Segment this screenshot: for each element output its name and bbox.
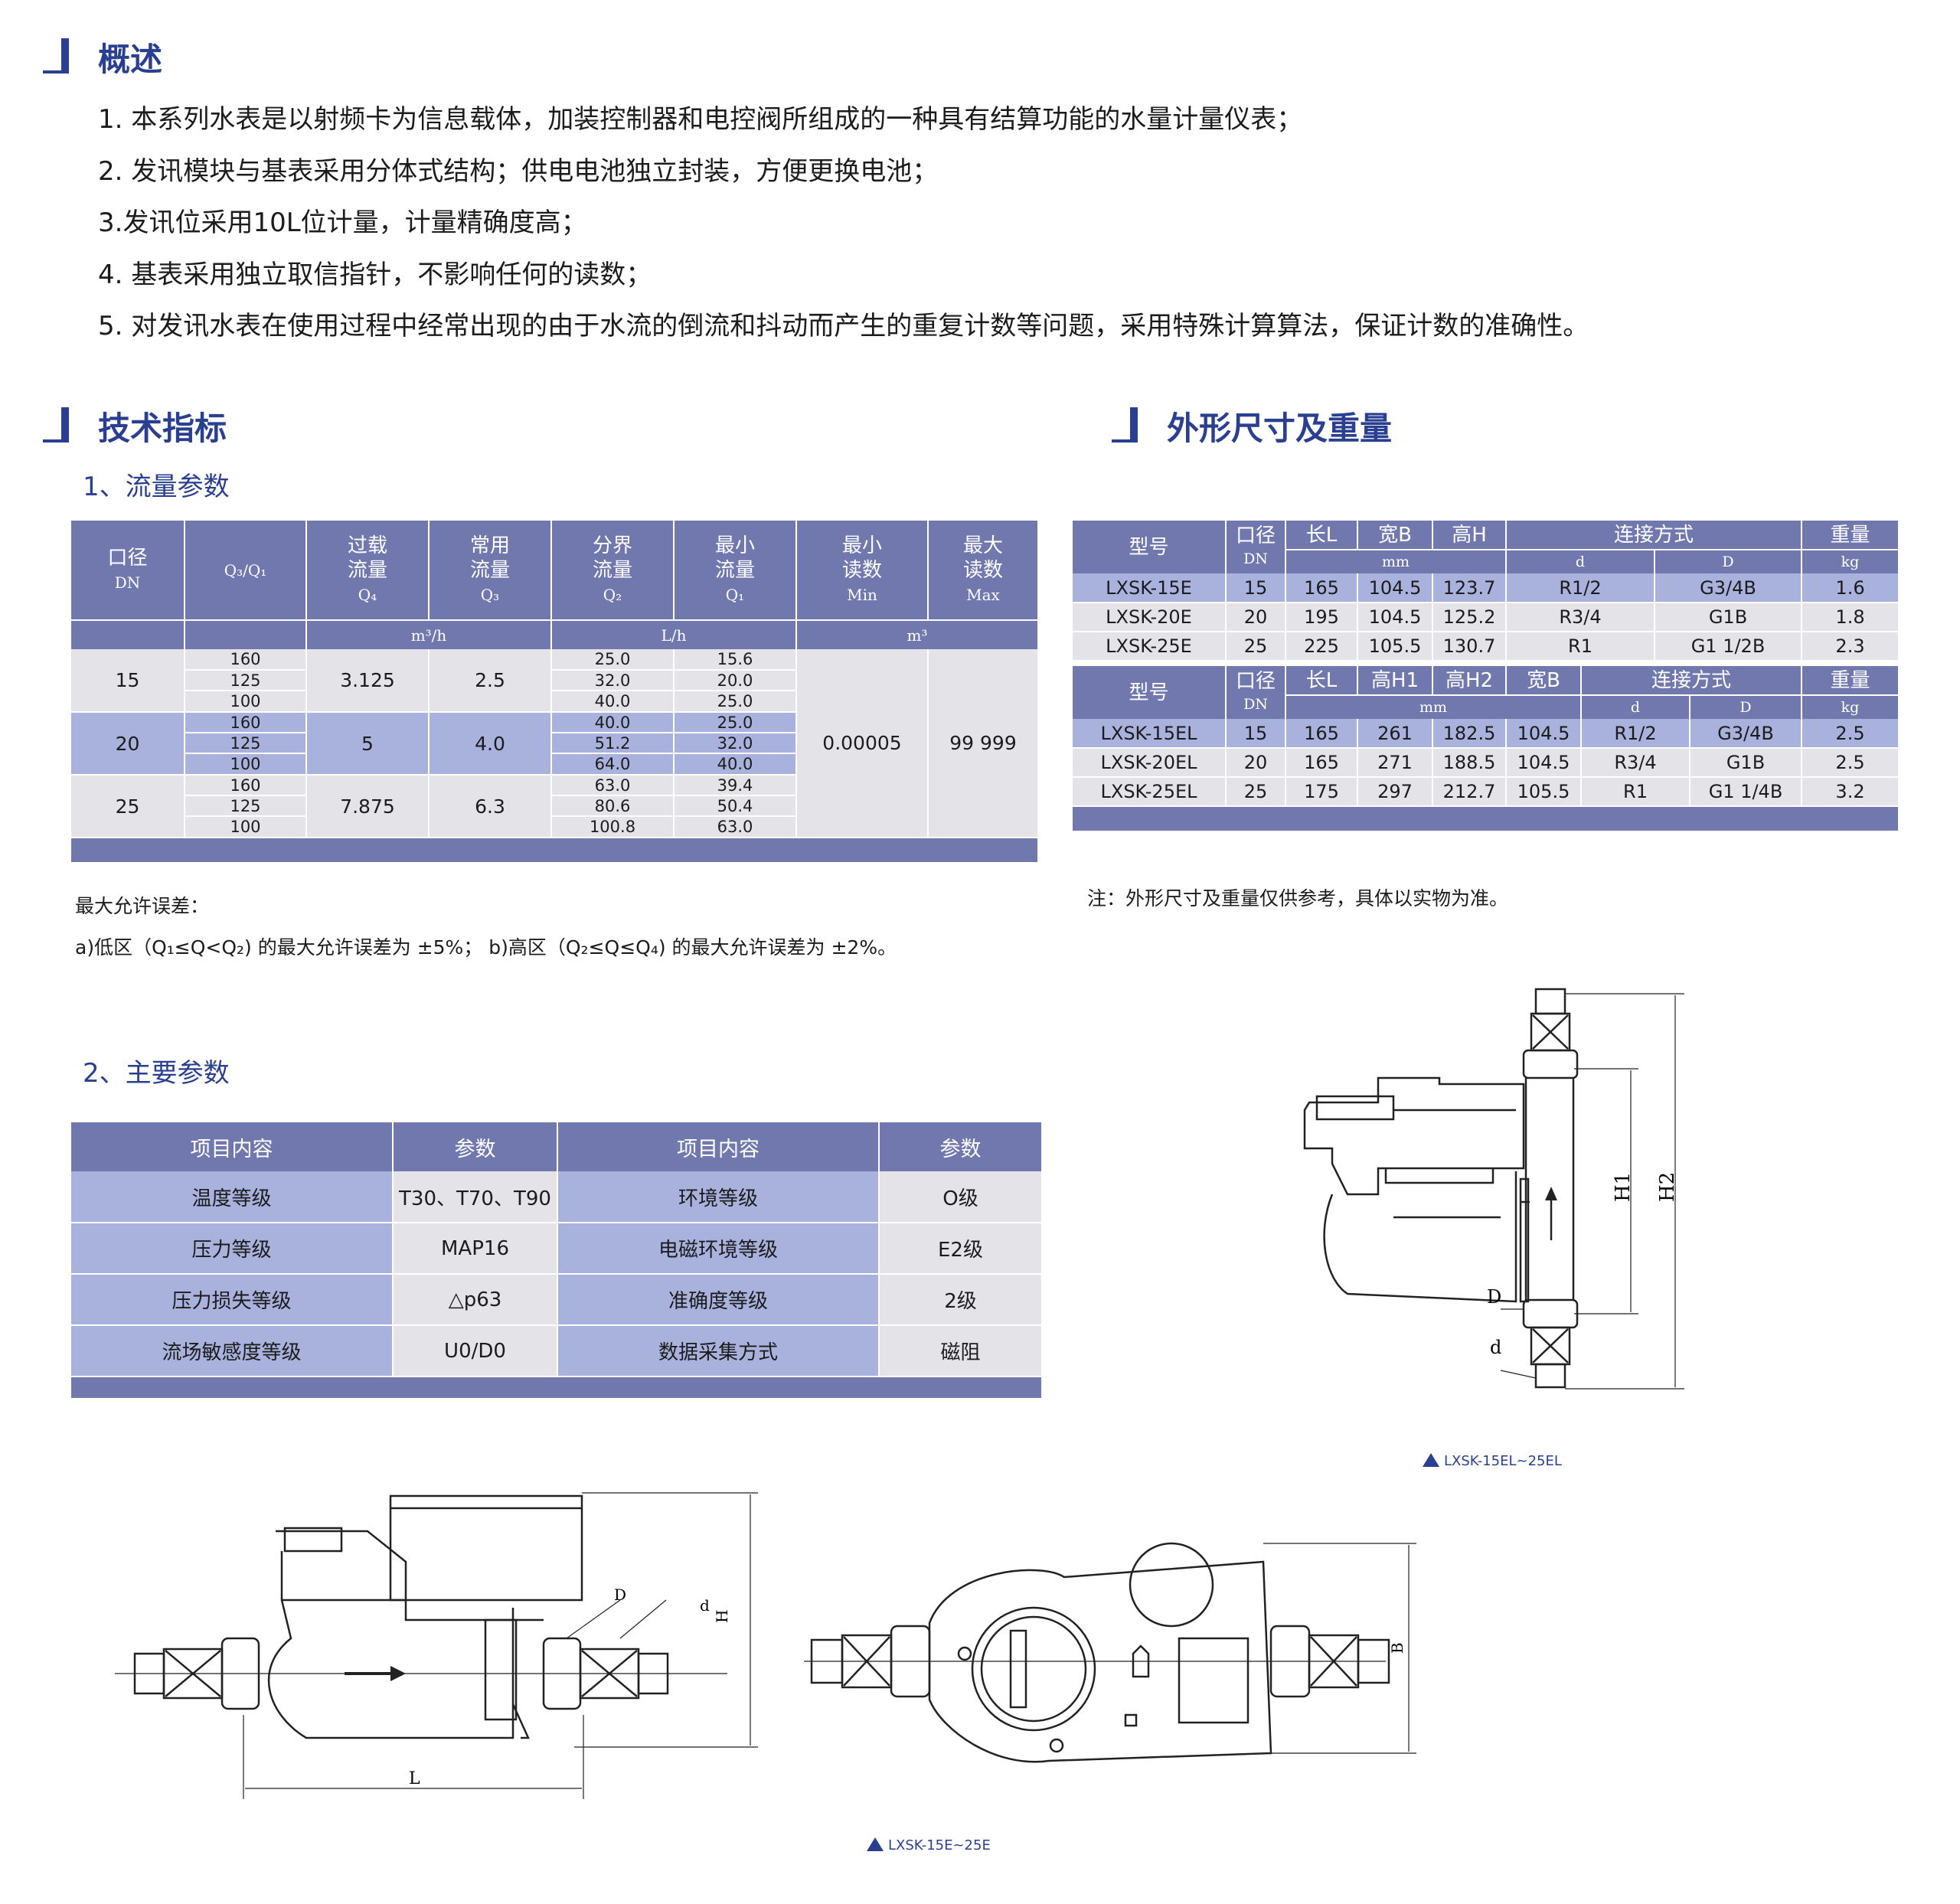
- label-h2: H2: [1656, 1172, 1679, 1202]
- flow-params-title: 1、流量参数: [83, 472, 230, 502]
- unit-m3: m³: [796, 619, 1037, 649]
- table-row: 100 40.0 25.0: [71, 691, 1037, 713]
- error-title: 最大允许误差：: [75, 895, 210, 917]
- cell-dn: 25: [71, 775, 185, 838]
- flow-arrow-icon: [1545, 1187, 1557, 1200]
- label-h: H: [713, 1610, 731, 1623]
- cell-min-reading: 0.00005: [796, 649, 929, 838]
- label-b: B: [1388, 1642, 1406, 1654]
- cell-dn: 15: [71, 649, 185, 713]
- heading-bar-icon: [1112, 407, 1138, 443]
- flow-unit-row: m³/h L/h m³: [71, 619, 1037, 649]
- error-text: a)低区（Q₁≤Q<Q₂) 的最大允许误差为 ±5%； b)高区（Q₂≤Q≤Q₄…: [75, 936, 897, 959]
- table-row: 压力等级 MAP16 电磁环境等级 E2级: [71, 1223, 1041, 1275]
- overview-item-4: 4. 基表采用独立取信指针，不影响任何的读数；: [98, 260, 652, 290]
- label-l: L: [409, 1769, 420, 1788]
- heading-bar-icon: [43, 38, 69, 73]
- table-row: 100 64.0 40.0: [71, 753, 1037, 776]
- table-row: 20 160 5 4.0 40.0 25.0: [71, 712, 1037, 776]
- flow-arrow-icon: [390, 1666, 406, 1681]
- label-d-upper: D: [614, 1586, 626, 1604]
- main-header-row: 项目内容 参数 项目内容 参数: [71, 1122, 1041, 1171]
- caption-horizontal: LXSK-15E~25E: [867, 1837, 991, 1853]
- table-row: 125 51.2 32.0: [71, 733, 1037, 754]
- triangle-icon: [867, 1837, 884, 1851]
- table-row: 温度等级 T30、T70、T90 环境等级 O级: [71, 1171, 1041, 1223]
- caption-vertical: LXSK-15EL~25EL: [1423, 1453, 1562, 1469]
- dims-note: 注：外形尺寸及重量仅供参考，具体以实物为准。: [1087, 887, 1509, 910]
- meter-top-drawing: B: [804, 1542, 1416, 1763]
- triangle-icon: [1423, 1453, 1439, 1467]
- overview-item-2: 2. 发讯模块与基表采用分体式结构；供电电池独立封装，方便更换电池；: [98, 156, 939, 187]
- main-params-table: 项目内容 参数 项目内容 参数 温度等级 T30、T70、T90 环境等级 O级…: [71, 1122, 1041, 1398]
- cell-dn: 20: [71, 712, 185, 776]
- table-row: 100 100.8 63.0: [71, 816, 1037, 838]
- main-params-title: 2、主要参数: [83, 1058, 230, 1089]
- table-footer-bar: [1073, 806, 1899, 831]
- overview-item-5: 5. 对发讯水表在使用过程中经常出现的由于水流的倒流和抖动而产生的重复计数等问题…: [98, 311, 1589, 341]
- table-row: 流场敏感度等级 U0/D0 数据采集方式 磁阻: [71, 1325, 1041, 1377]
- dims-title: 外形尺寸及重量: [1167, 410, 1393, 447]
- table-row: 125 80.6 50.4: [71, 795, 1037, 817]
- label-d-lower: d: [1490, 1337, 1501, 1358]
- table-footer-bar: [71, 838, 1037, 862]
- unit-m3h: m³/h: [306, 619, 552, 649]
- unit-lh: L/h: [551, 619, 797, 649]
- table-row: 15 160 3.125 2.5 25.0 15.6 0.00005 99 99…: [71, 649, 1037, 838]
- label-d-upper: D: [1487, 1286, 1501, 1308]
- overview-item-1: 1. 本系列水表是以射频卡为信息载体，加装控制器和电控阀所组成的一种具有结算功能…: [98, 104, 1303, 135]
- cell-max-reading: 99 999: [928, 649, 1037, 838]
- table-row: 25 160 7.875 6.3 63.0 39.4: [71, 775, 1037, 838]
- label-d-lower: d: [700, 1596, 710, 1615]
- meter-vertical-drawing: H1 H2 D d: [1303, 988, 1684, 1390]
- overview-title: 概述: [98, 41, 163, 78]
- table-footer-bar: [71, 1377, 1041, 1398]
- meter-side-drawing: H L D d: [115, 1492, 758, 1799]
- tech-title: 技术指标: [98, 410, 227, 447]
- label-h1: H1: [1612, 1172, 1635, 1202]
- heading-bar-icon: [43, 407, 69, 443]
- table-row: 125 32.0 20.0: [71, 670, 1037, 691]
- table-row: 压力损失等级 △p63 准确度等级 2级: [71, 1274, 1041, 1326]
- header-ratio: Q₃/Q₁: [185, 521, 307, 620]
- overview-item-3: 3.发讯位采用10L位计量，计量精确度高；: [98, 207, 587, 238]
